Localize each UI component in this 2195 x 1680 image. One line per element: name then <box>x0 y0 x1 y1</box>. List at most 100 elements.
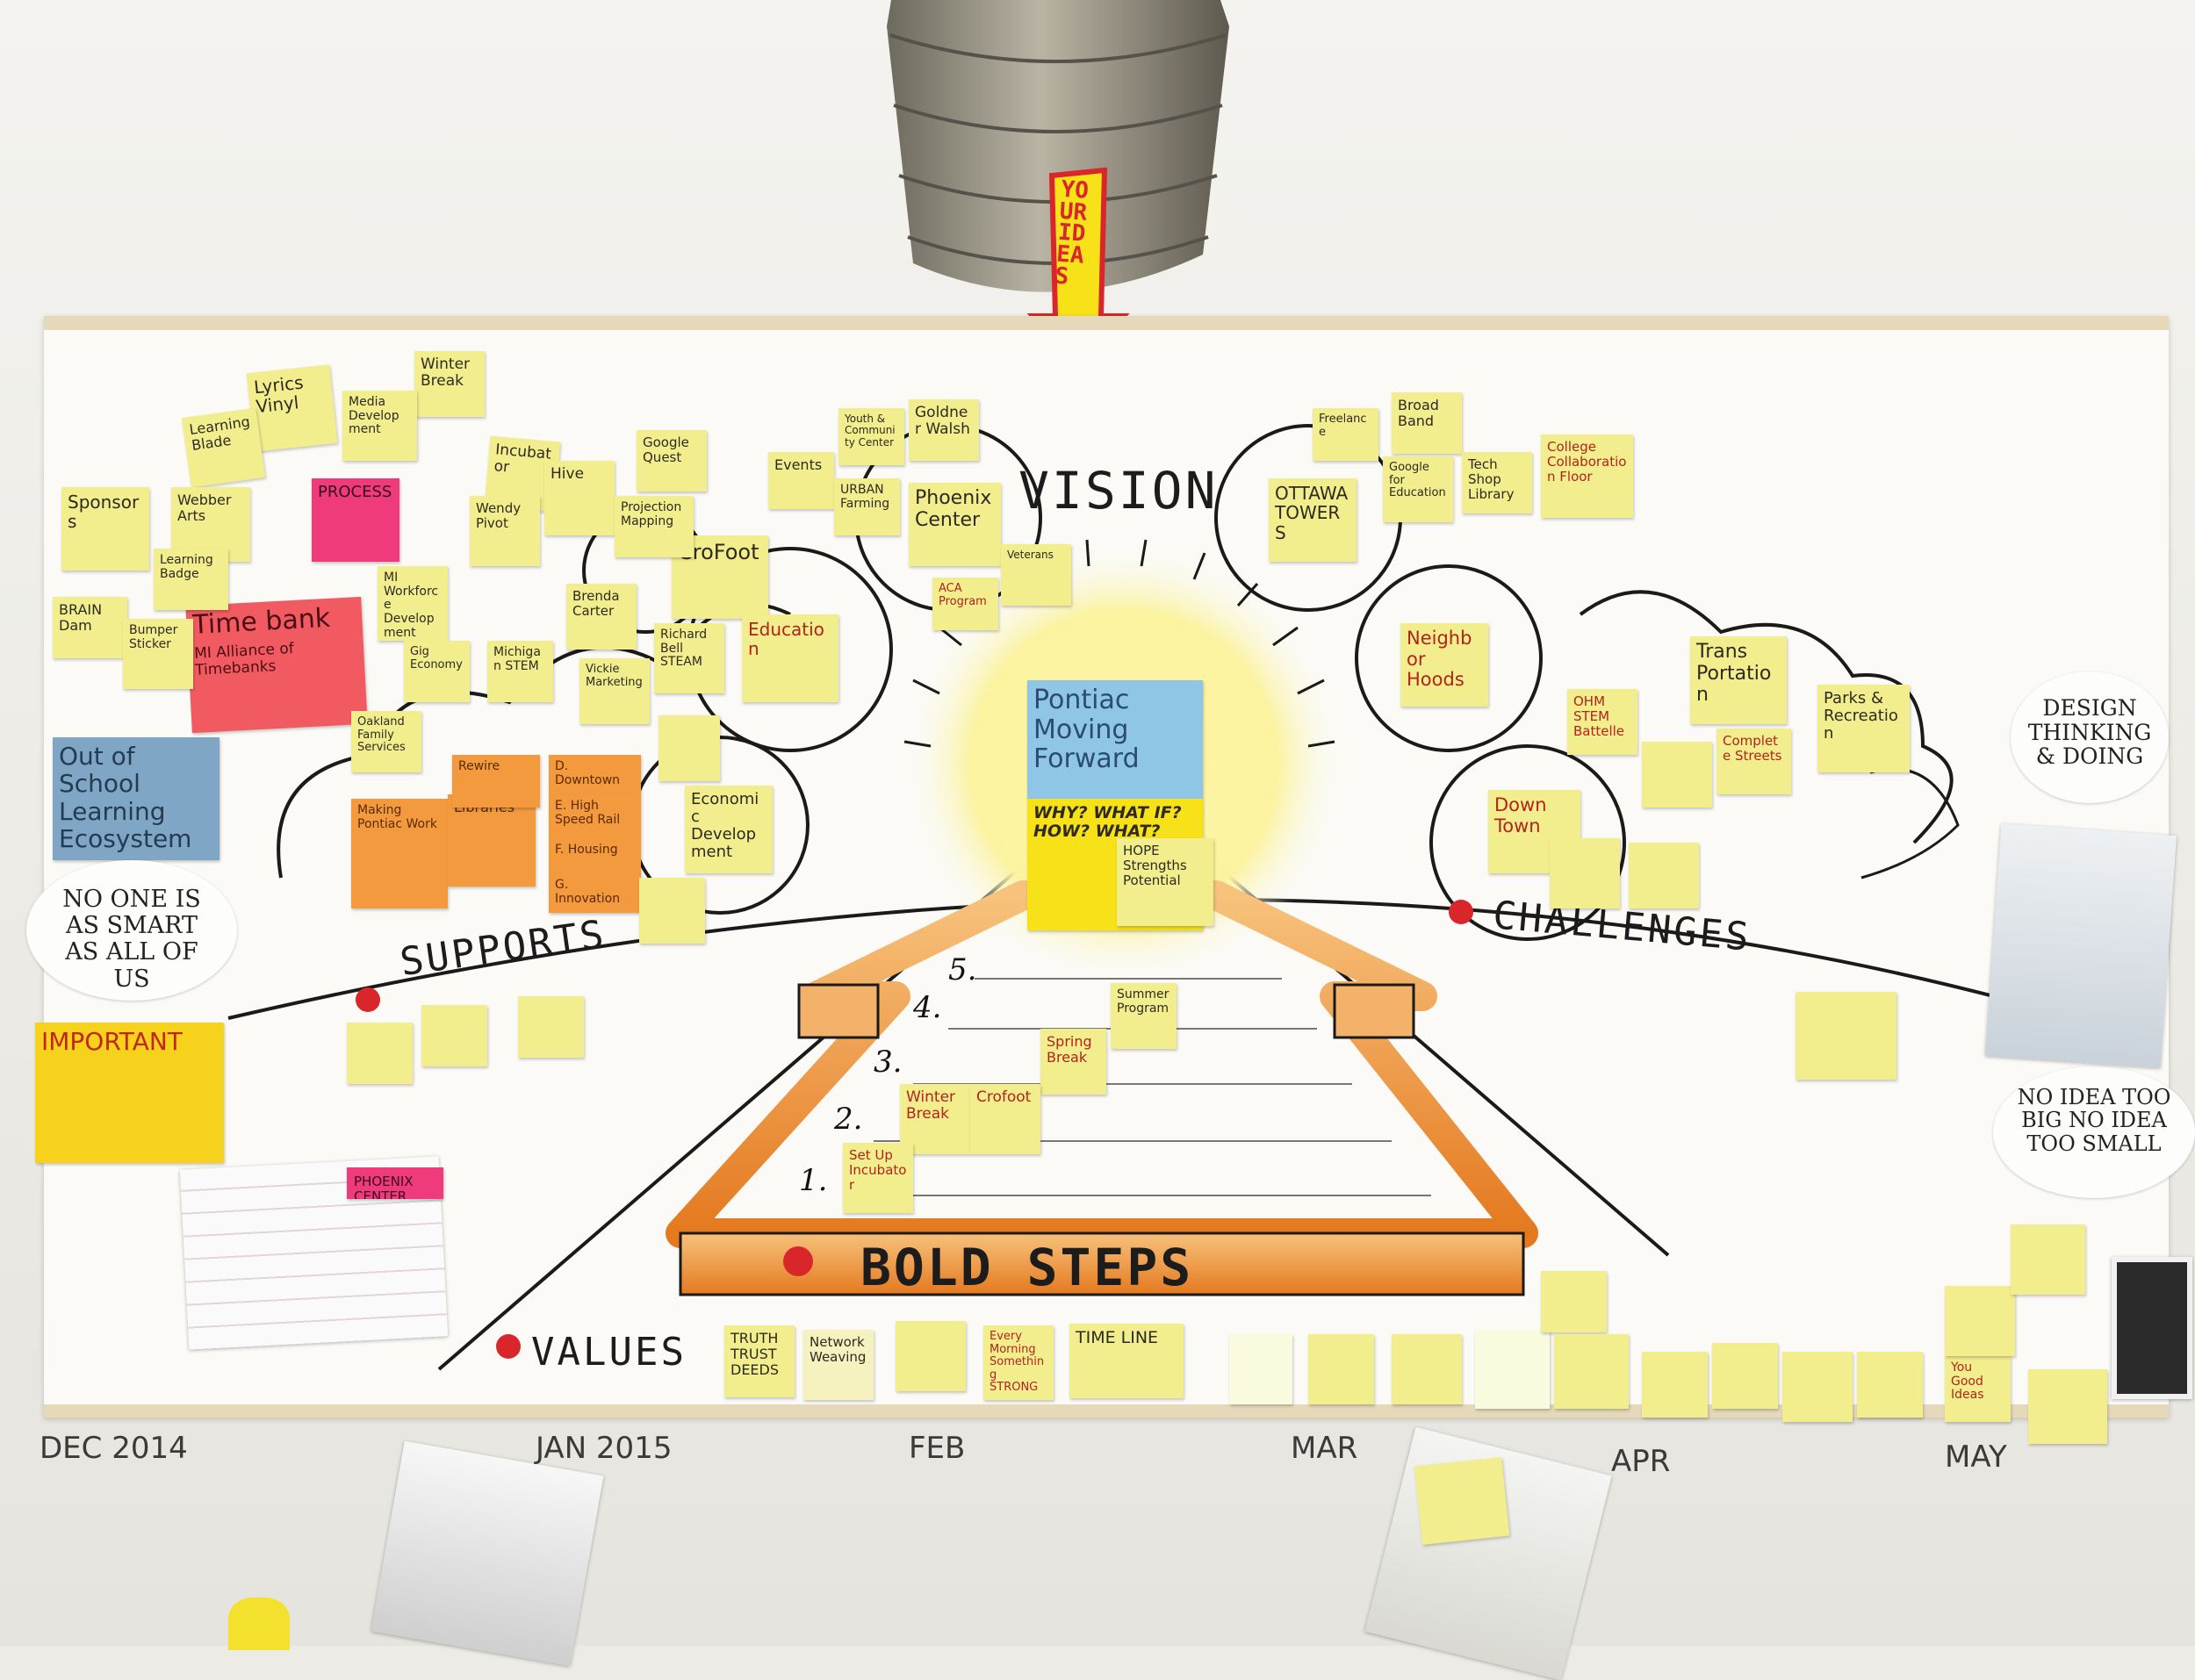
challenge-note-3: Complete Streets <box>1716 729 1791 794</box>
vision-note-1: Events <box>768 452 834 509</box>
left-note-12: Wendy Pivot <box>470 496 540 566</box>
left-note-10: BRAIN Dam <box>53 597 127 658</box>
challenge-note-7 <box>1796 992 1896 1080</box>
step-note-spring: Spring Break <box>1040 1029 1106 1095</box>
step-2: 2. <box>834 1102 863 1137</box>
values-dot <box>496 1334 521 1359</box>
timeline-feb: FEB <box>909 1431 966 1466</box>
values-note-11 <box>1642 1352 1708 1418</box>
no-idea-text: NO IDEA TOO BIG NO IDEA TOO SMALL <box>2017 1085 2171 1156</box>
bottom-clipping-left <box>371 1440 604 1667</box>
out-of-school-note: Out of School Learning Ecosystem <box>53 737 220 860</box>
yellow-object <box>228 1597 290 1650</box>
left-note-19: Michigan STEM <box>487 641 553 702</box>
design-thinking-text: DESIGN THINKING & DOING <box>2027 695 2152 769</box>
bold-steps-dot <box>783 1246 813 1276</box>
hope-note: HOPE Strengths Potential <box>1117 838 1213 926</box>
step-note-summer: Summer Program <box>1111 983 1177 1049</box>
process-note: PROCESS <box>312 478 399 562</box>
values-note-15: You Good Ideas <box>1945 1356 2011 1422</box>
orange-note-0: Making Pontiac Work <box>351 799 448 908</box>
left-note-1: Lyrics Vinyl <box>246 364 338 452</box>
timeline-apr: APR <box>1611 1444 1671 1479</box>
values-note-0: TRUTH TRUST DEEDS <box>724 1325 795 1397</box>
values-note-1: Network Weaving <box>803 1330 874 1400</box>
left-note-9: Learning Badge <box>154 549 228 610</box>
vision-note-5: Freelance <box>1313 408 1378 461</box>
orange-note-1: Libraries <box>448 794 536 887</box>
left-note-13: Projection Mapping <box>615 496 694 557</box>
step-5: 5. <box>948 952 977 987</box>
values-note-8 <box>1475 1330 1550 1409</box>
orange-note-6: G. Innovation <box>549 873 641 913</box>
left-note-15: Brenda Carter <box>566 584 637 650</box>
values-note-18 <box>2028 1369 2107 1444</box>
supports-note-0 <box>347 1023 413 1084</box>
values-note-10 <box>1554 1334 1629 1409</box>
hope-note-text: HOPE Strengths Potential <box>1123 843 1187 888</box>
challenge-note-1: Parks & Recreation <box>1817 685 1910 772</box>
photo-card <box>2112 1257 2192 1399</box>
goldner-walsh-note: Goldner Walsh <box>909 399 979 461</box>
orange-note-4: E. High Speed Rail <box>549 794 641 838</box>
phoenix-center-tag: PHOENIX CENTER <box>347 1167 443 1199</box>
left-note-8: Google Quest <box>637 430 707 492</box>
left-note-20: Gig Economy <box>404 641 470 702</box>
left-note-7: Hive <box>544 461 615 535</box>
center-note-top-text: Pontiac Moving Forward <box>1033 685 1140 775</box>
values-note-6 <box>1308 1334 1374 1404</box>
step-3: 3. <box>874 1045 903 1080</box>
values-note-7 <box>1392 1334 1462 1404</box>
vision-note-6: Broad Band <box>1392 392 1462 454</box>
timeline-mar: MAR <box>1291 1431 1358 1466</box>
ottawa-towers-note: OTTAWA TOWERS <box>1269 478 1357 562</box>
values-note-2: Every Morning Something STRONG <box>983 1325 1054 1400</box>
challenge-note-2: OHM STEM Battelle <box>1567 689 1637 755</box>
left-note-18: Vickie Marketing <box>579 658 650 724</box>
left-note-4: Media Development <box>342 391 417 461</box>
left-quote-bubble: NO ONE IS AS SMART AS ALL OF US <box>26 860 237 1001</box>
left-note-0: Sponsors <box>61 487 149 571</box>
left-quote-text: NO ONE IS AS SMART AS ALL OF US <box>62 886 201 993</box>
vision-note-8: Tech Shop Library <box>1462 452 1532 513</box>
important-note: IMPORTANT <box>35 1023 224 1163</box>
economic-development-note: Economic Development <box>685 786 773 873</box>
step-note-crofoot: Crofoot <box>970 1084 1040 1154</box>
challenge-note-6 <box>1629 843 1699 908</box>
left-note-17: Oakland Family Services <box>351 711 421 772</box>
vision-note-2: URBAN Farming <box>834 478 900 535</box>
challenge-note-5 <box>1550 838 1620 908</box>
vision-heading: VISION <box>1018 461 1219 521</box>
air-duct <box>887 0 1229 292</box>
values-note-16 <box>1945 1286 2015 1356</box>
orange-note-2: Rewire <box>452 755 540 808</box>
education-note: Education <box>742 614 838 702</box>
supports-note-2 <box>518 996 584 1058</box>
orange-note-5: F. Housing <box>549 838 641 873</box>
values-heading: VALUES <box>531 1330 687 1375</box>
supports-note-1 <box>421 1005 487 1066</box>
left-note-3: Learning Blade <box>181 407 266 488</box>
center-note-top: Pontiac Moving Forward <box>1027 680 1203 799</box>
left-note-16: Richard Bell STEAM <box>654 623 724 693</box>
center-note-bottom-text: WHY? WHAT IF? HOW? WHAT? <box>1033 803 1182 842</box>
no-idea-bubble: NO IDEA TOO BIG NO IDEA TOO SMALL <box>1993 1066 2195 1198</box>
timebank-note: Time bank MI Alliance of Timebanks <box>185 596 368 734</box>
supports-dot <box>356 987 380 1012</box>
left-note-14: MI Workforce Development <box>378 566 448 641</box>
left-note-11: Bumper Sticker <box>123 619 193 689</box>
phoenix-center-note: Phoenix Center <box>909 483 1001 566</box>
vision-note-0: Youth & Community Center <box>838 408 904 465</box>
timeline-jan: JAN 2015 <box>536 1431 673 1466</box>
challenge-note-0: Trans Portation <box>1690 636 1787 724</box>
newspaper-clipping-right <box>1985 823 2177 1068</box>
bold-steps-heading: BOLD STEPS <box>860 1238 1194 1297</box>
values-note-13 <box>1782 1352 1853 1422</box>
values-note-3: TIME LINE <box>1069 1324 1184 1398</box>
vision-note-3: ACA Program <box>932 578 998 630</box>
step-4: 4. <box>913 990 942 1025</box>
values-note-9 <box>1541 1271 1607 1332</box>
supports-note-4 <box>658 715 720 781</box>
values-note-4 <box>896 1321 966 1391</box>
challenge-note-4 <box>1642 742 1712 808</box>
